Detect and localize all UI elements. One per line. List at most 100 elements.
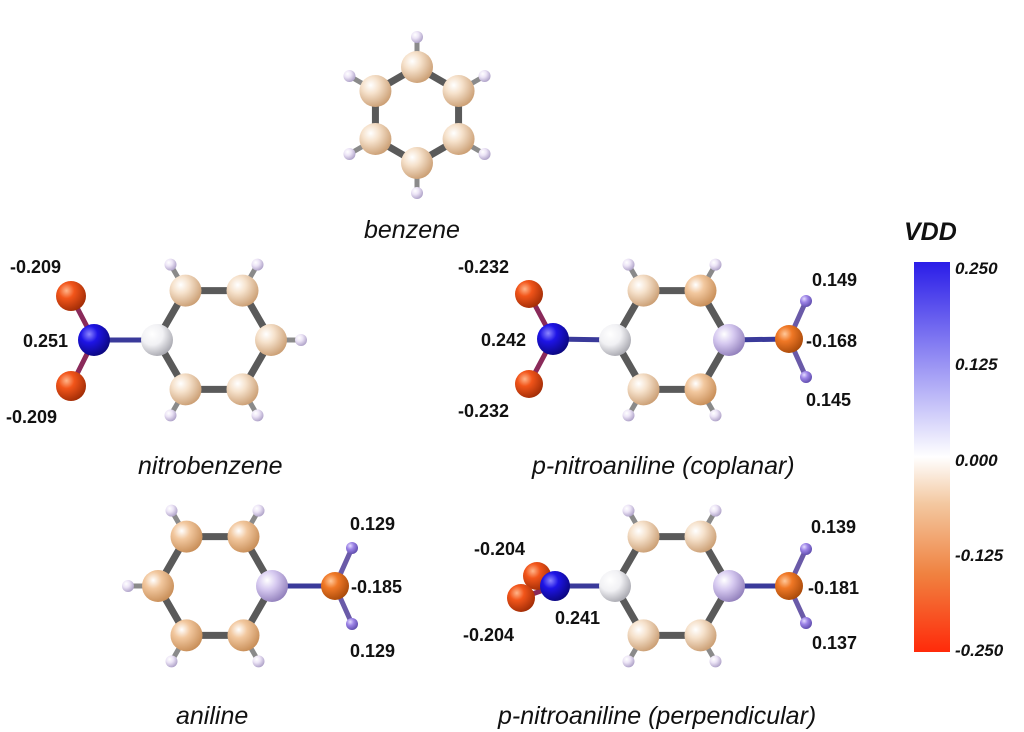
benzene-carbon <box>401 147 433 179</box>
colorbar-title: VDD <box>904 218 957 246</box>
nitrobenzene-oxygen <box>56 371 86 401</box>
pna-coplanar-amine-hydrogen <box>800 371 812 383</box>
pna-coplanar-hydrogen <box>622 409 635 422</box>
nitrobenzene-carbon <box>226 274 259 307</box>
nitrobenzene-carbon <box>226 373 259 406</box>
pna-coplanar-carbon <box>684 373 717 406</box>
label-pna-coplanar: p-nitroaniline (coplanar) <box>532 452 795 480</box>
nitrobenzene-nitrogen <box>78 324 110 356</box>
aniline-amine-nitrogen <box>321 572 349 600</box>
pna-coplanar-carbon <box>627 373 660 406</box>
benzene-carbon <box>359 123 392 155</box>
pna-perpendicular-hydrogen <box>622 504 635 517</box>
pna-coplanar-nitrogen <box>537 323 569 355</box>
charge-pnap-o-bottom: -0.204 <box>463 625 515 645</box>
pna-perpendicular-hydrogen <box>622 655 635 668</box>
charge-an-h-bottom: 0.129 <box>350 641 396 661</box>
nitrobenzene-hydrogen <box>164 409 177 422</box>
charge-pnac-h-bottom: 0.145 <box>806 390 852 410</box>
charge-pnap-o-top: -0.204 <box>474 539 526 559</box>
nitrobenzene-carbon <box>255 324 287 356</box>
benzene-hydrogen <box>411 187 423 199</box>
pna-perpendicular-ipso-carbon <box>599 570 631 602</box>
charge-pnap-n-amine: -0.181 <box>808 578 860 598</box>
pna-perpendicular-hydrogen <box>709 655 722 668</box>
aniline-amine-hydrogen <box>346 542 358 554</box>
pna-coplanar-carbon <box>627 274 660 307</box>
aniline-hydrogen <box>165 655 178 668</box>
aniline-hydrogen <box>252 504 265 517</box>
benzene-hydrogen <box>478 148 491 160</box>
charge-pnap-n: 0.241 <box>555 608 601 628</box>
label-aniline: aniline <box>176 702 249 730</box>
benzene-carbon <box>442 123 475 155</box>
atom-layer <box>56 31 812 668</box>
aniline-carbon <box>227 619 260 652</box>
aniline-amine-hydrogen <box>346 618 358 630</box>
pna-coplanar-carbon <box>684 274 717 307</box>
colorbar-tick-upper: 0.125 <box>955 355 998 374</box>
pna-perpendicular-carbon <box>684 619 717 652</box>
pna-perpendicular-carbon <box>627 619 660 652</box>
pna-perpendicular-nitrogen <box>540 571 570 601</box>
pna-perpendicular-amine-carbon <box>713 570 745 602</box>
charge-pnac-n-amine: -0.168 <box>806 331 858 351</box>
pna-coplanar-hydrogen <box>709 258 722 271</box>
charge-an-h-top: 0.129 <box>350 514 396 534</box>
nitrobenzene-carbon <box>169 274 202 307</box>
benzene-hydrogen <box>478 70 491 82</box>
pna-coplanar-amine-nitrogen <box>775 325 803 353</box>
pna-perpendicular-hydrogen <box>709 504 722 517</box>
benzene-carbon <box>359 75 392 107</box>
colorbar-tick-min: -0.250 <box>955 641 1004 660</box>
charge-nb-n: 0.251 <box>23 331 69 351</box>
nitrobenzene-hydrogen <box>164 258 177 271</box>
vdd-colorbar <box>914 262 950 652</box>
nitrobenzene-ipso-carbon <box>141 324 173 356</box>
charge-nb-o-bottom: -0.209 <box>6 407 58 427</box>
pna-coplanar-oxygen <box>515 370 543 398</box>
aniline-hydrogen <box>252 655 265 668</box>
benzene-hydrogen <box>343 70 356 82</box>
aniline-hydrogen <box>165 504 178 517</box>
pna-perpendicular-oxygen <box>507 584 535 612</box>
charge-pnap-h-top: 0.139 <box>811 517 857 537</box>
charge-nb-o-top: -0.209 <box>10 257 62 277</box>
aniline-carbon <box>170 520 203 553</box>
charge-an-n-amine: -0.185 <box>351 577 403 597</box>
colorbar-tick-zero: 0.000 <box>955 451 998 470</box>
pna-coplanar-oxygen <box>515 280 543 308</box>
benzene-carbon <box>442 75 475 107</box>
pna-perpendicular-amine-nitrogen <box>775 572 803 600</box>
pna-perpendicular-carbon <box>684 520 717 553</box>
label-nitrobenzene: nitrobenzene <box>138 452 283 480</box>
pna-perpendicular-carbon <box>627 520 660 553</box>
nitrobenzene-carbon <box>169 373 202 406</box>
colorbar-tick-max: 0.250 <box>955 259 998 278</box>
pna-coplanar-hydrogen <box>709 409 722 422</box>
charge-pnap-h-bottom: 0.137 <box>812 633 858 653</box>
label-pna-perpendicular: p-nitroaniline (perpendicular) <box>498 702 817 730</box>
nitrobenzene-hydrogen <box>251 258 264 271</box>
aniline-hydrogen <box>122 580 134 592</box>
colorbar-tick-lower: -0.125 <box>955 546 1004 565</box>
nitrobenzene-hydrogen <box>295 334 307 346</box>
pna-coplanar-amine-carbon <box>713 324 745 356</box>
nitrobenzene-hydrogen <box>251 409 264 422</box>
charge-pnac-n: 0.242 <box>481 330 527 350</box>
aniline-carbon <box>227 520 260 553</box>
pna-coplanar-amine-hydrogen <box>800 295 812 307</box>
pna-coplanar-hydrogen <box>622 258 635 271</box>
charge-pnac-o-bottom: -0.232 <box>458 401 510 421</box>
pna-perpendicular-amine-hydrogen <box>800 617 812 629</box>
label-benzene: benzene <box>364 216 460 244</box>
aniline-ipso-carbon <box>256 570 288 602</box>
pna-coplanar-ipso-carbon <box>599 324 631 356</box>
bond-layer <box>68 34 809 664</box>
aniline-carbon <box>142 570 174 602</box>
charge-pnac-h-top: 0.149 <box>812 270 858 290</box>
benzene-carbon <box>401 51 433 83</box>
pna-perpendicular-amine-hydrogen <box>800 543 812 555</box>
aniline-carbon <box>170 619 203 652</box>
